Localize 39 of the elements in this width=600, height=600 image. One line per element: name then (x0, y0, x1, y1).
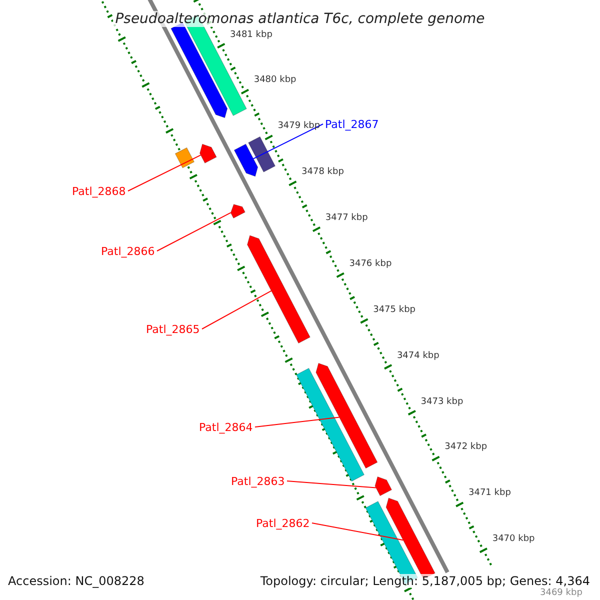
gene-feature (234, 144, 258, 177)
leader-line (252, 124, 324, 160)
genome-info-text: Topology: circular; Length: 5,187,005 bp; Genes: 4,364 (260, 574, 590, 588)
scale-label: 3478 kbp (302, 167, 344, 178)
gene-label: Patl_2868 (72, 184, 126, 198)
gene-feature (248, 136, 276, 172)
gene-feature (316, 362, 378, 469)
gene-label: Patl_2863 (231, 474, 285, 488)
scale-label: 3471 kbp (468, 488, 511, 498)
scale-label: 3470 kbp (492, 534, 535, 544)
scale-label: 3477 kbp (325, 213, 368, 224)
title: Pseudoalteromonas atlantica T6c, complete genome (113, 11, 487, 27)
scale-label: 3479 kbp (278, 121, 320, 132)
leader-line (286, 480, 376, 488)
scale-label: 3475 kbp (373, 304, 416, 315)
scale-label: 3481 kbp (230, 30, 272, 40)
gene-label: Patl_2862 (256, 516, 310, 530)
scale-label: 3469 kbp (540, 588, 582, 598)
leader-line (254, 416, 340, 428)
gene-label: Patl_2867 (325, 118, 379, 130)
gene-feature (200, 144, 217, 164)
scale-label: 3476 kbp (349, 258, 392, 269)
gene-feature (374, 476, 392, 496)
scale-label: 3473 kbp (420, 396, 464, 407)
scale-label: 3480 kbp (254, 75, 296, 86)
gene-label: Patl_2864 (199, 420, 253, 434)
scale-label: 3472 kbp (444, 442, 488, 452)
leader-line (202, 290, 272, 330)
gene-feature (296, 368, 365, 482)
leader-line (312, 522, 404, 541)
gene-feature (174, 147, 195, 168)
gene-feature (230, 204, 246, 218)
scale-label: 3474 kbp (396, 350, 440, 361)
leader-line (128, 154, 202, 192)
gene-label: Patl_2865 (146, 322, 200, 336)
gene-label: Patl_2866 (101, 244, 155, 258)
accession-text: Accession: NC_008228 (8, 574, 144, 588)
gene-feature (247, 235, 310, 344)
leader-line (156, 212, 232, 252)
